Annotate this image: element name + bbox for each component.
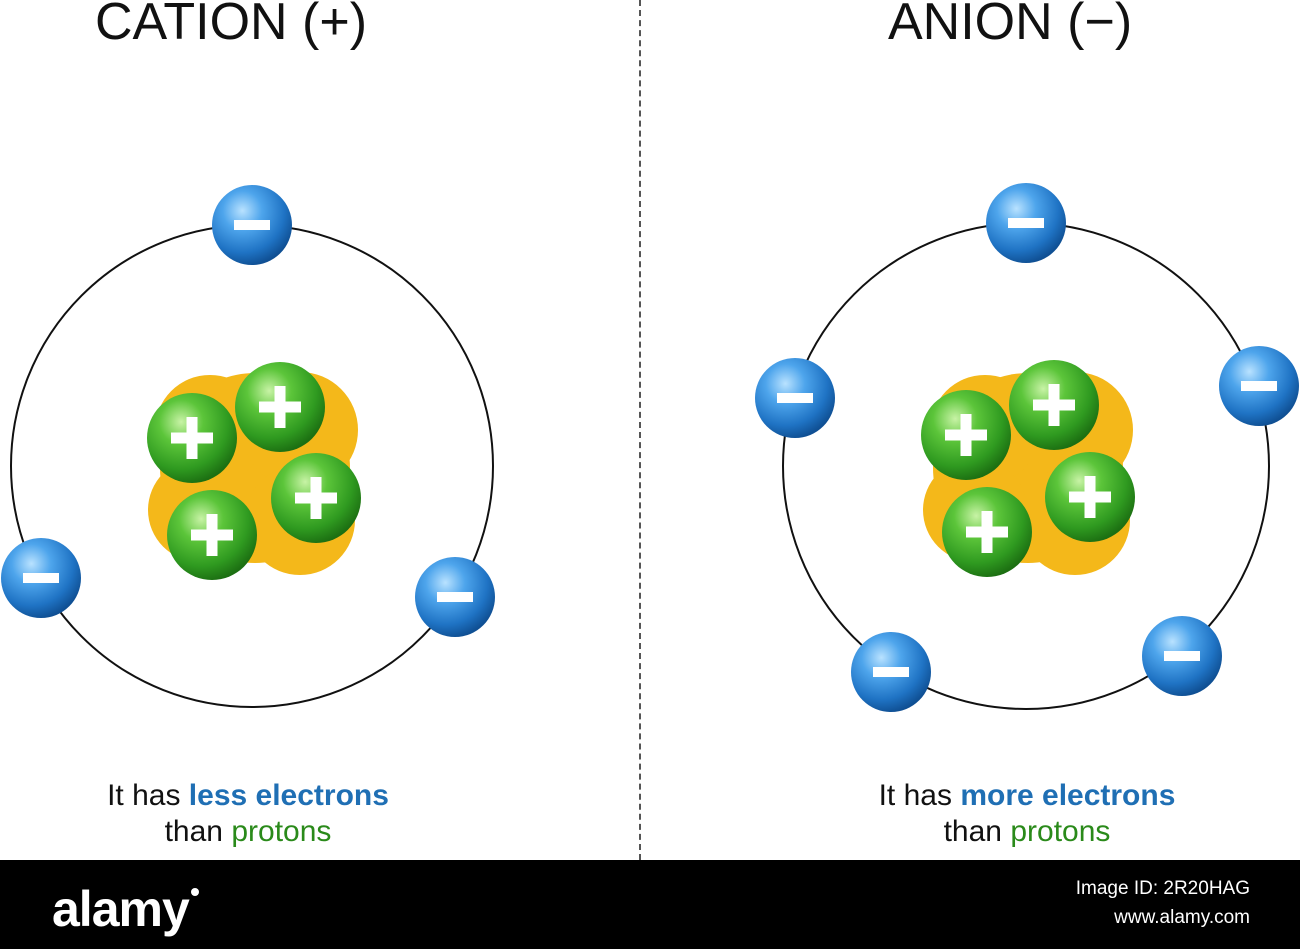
anion-caption-line2-emphasis: protons bbox=[1010, 815, 1111, 848]
dashed-divider bbox=[639, 0, 641, 860]
anion-electron bbox=[755, 358, 835, 438]
cation-title: CATION (+) bbox=[95, 0, 368, 51]
cation-proton bbox=[147, 393, 237, 483]
anion-electron bbox=[851, 632, 931, 712]
logo-text: alamy bbox=[52, 881, 190, 937]
ion-diagrams bbox=[1, 183, 1299, 712]
anion-electron bbox=[1142, 616, 1222, 696]
anion-electron bbox=[986, 183, 1066, 263]
anion-proton bbox=[921, 390, 1011, 480]
anion-caption-prefix: It has bbox=[878, 779, 961, 812]
anion-caption: It has more electrons than protons bbox=[767, 778, 1287, 850]
anion-proton bbox=[1045, 452, 1135, 542]
footer-bar: alamy Image ID: 2R20HAG www.alamy.com bbox=[0, 860, 1300, 949]
cation-proton bbox=[235, 362, 325, 452]
anion-atom bbox=[755, 183, 1299, 712]
cation-atom bbox=[1, 185, 495, 708]
footer-meta: Image ID: 2R20HAG www.alamy.com bbox=[1076, 874, 1250, 932]
logo-dot-icon bbox=[190, 888, 199, 896]
image-id: Image ID: 2R20HAG bbox=[1075, 878, 1250, 899]
cation-caption-line2-prefix: than bbox=[164, 815, 232, 848]
cation-caption-prefix: It has bbox=[107, 779, 189, 812]
cation-electron bbox=[1, 538, 81, 618]
anion-caption-line2-prefix: than bbox=[943, 815, 1011, 848]
anion-caption-emphasis: more electrons bbox=[960, 779, 1176, 812]
anion-electron bbox=[1219, 346, 1299, 426]
anion-proton bbox=[1009, 360, 1099, 450]
anion-title: ANION (−) bbox=[888, 0, 1133, 51]
cation-proton bbox=[167, 490, 257, 580]
site-url: www.alamy.com bbox=[1114, 907, 1250, 928]
alamy-logo: alamy bbox=[52, 880, 199, 938]
anion-proton bbox=[942, 487, 1032, 577]
cation-electron bbox=[212, 185, 292, 265]
cation-proton bbox=[271, 453, 361, 543]
cation-caption: It has less electrons than protons bbox=[0, 778, 508, 850]
cation-electron bbox=[415, 557, 495, 637]
cation-caption-line2-emphasis: protons bbox=[231, 815, 332, 848]
cation-caption-emphasis: less electrons bbox=[188, 779, 389, 812]
